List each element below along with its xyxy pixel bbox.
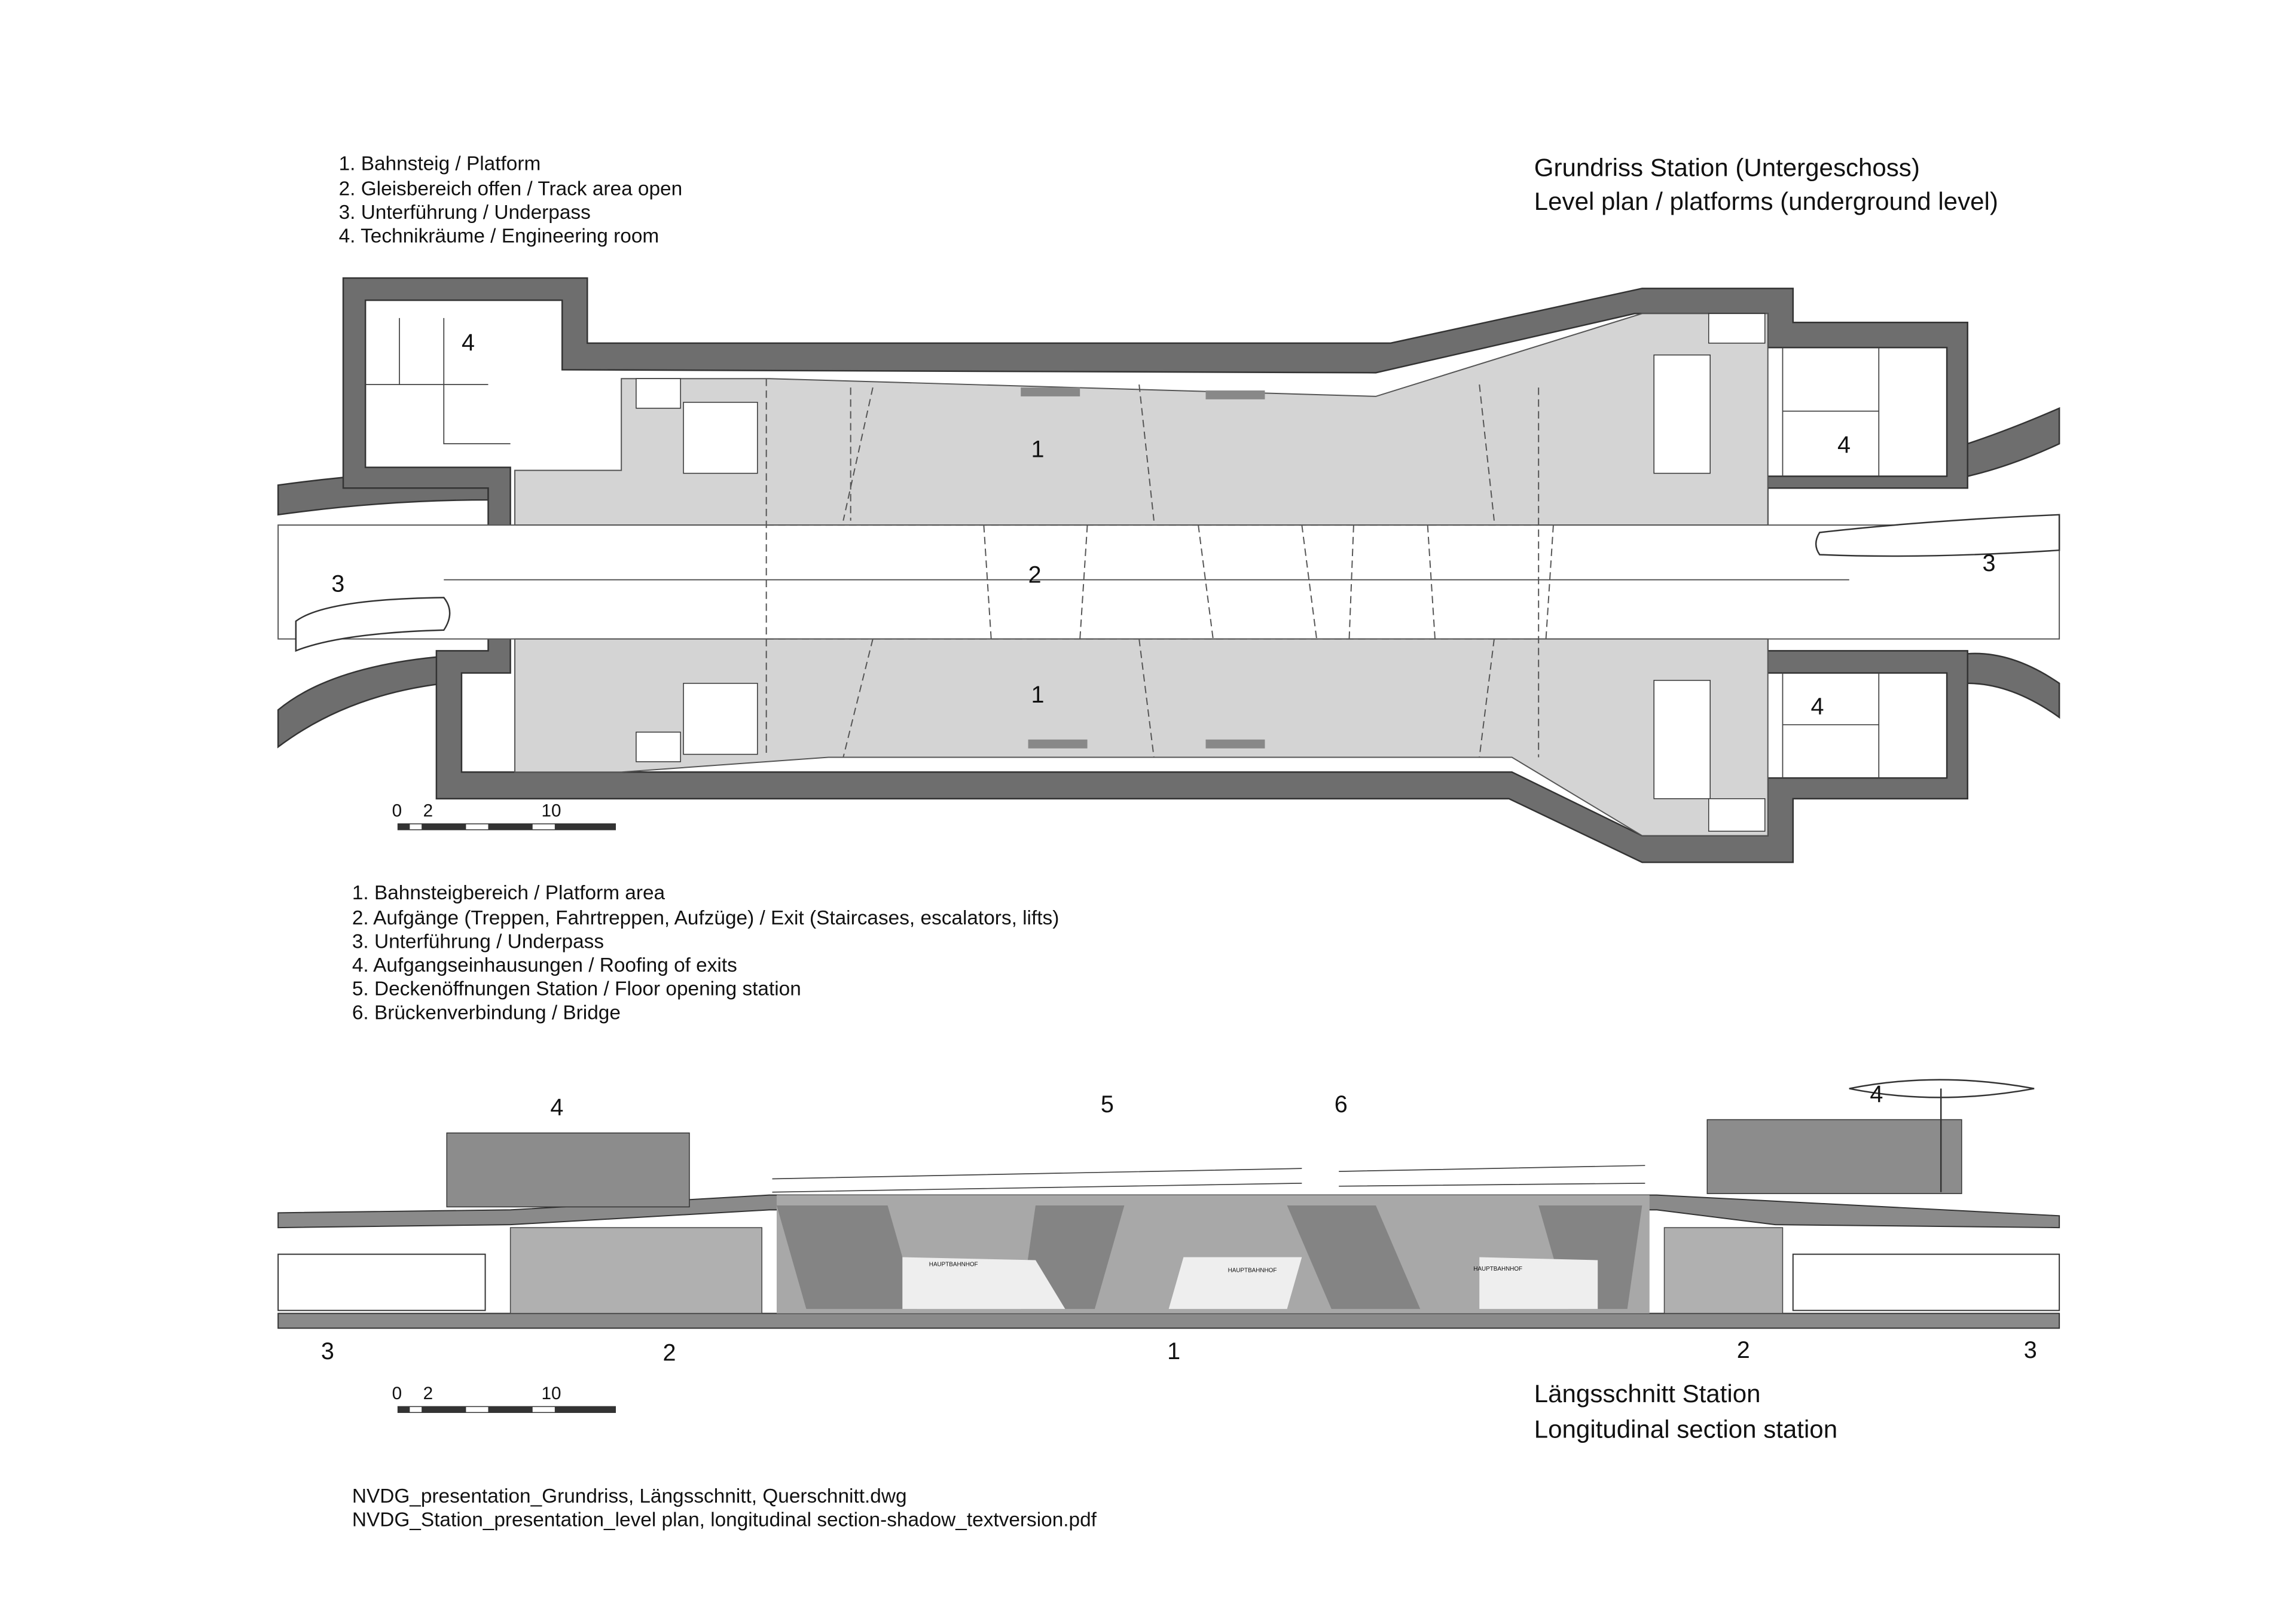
engineering-room-walls: [365, 318, 1880, 779]
train-right: [1815, 514, 2060, 557]
plan-scale-bar: 0 2 10: [392, 801, 616, 831]
section-label-roofing-right: 4: [1870, 1081, 1883, 1107]
plan-title-en: Level plan / platforms (underground leve…: [1534, 187, 1998, 215]
section-label-roofing: 4: [550, 1094, 563, 1121]
section-label-exit-right: 2: [1737, 1337, 1750, 1363]
hall-facets: [776, 1205, 1642, 1309]
section-legend-item: 1. Bahnsteigbereich / Platform area: [352, 882, 665, 904]
file-name: NVDG_Station_presentation_level plan, lo…: [352, 1509, 1097, 1531]
plan-legend-item: 1. Bahnsteig / Platform: [339, 152, 541, 175]
scale-tick-label: 10: [542, 801, 561, 820]
plan-label-track: 2: [1028, 562, 1042, 588]
section-legend-item: 3. Unterführung / Underpass: [352, 931, 604, 953]
plan-title-de: Grundriss Station (Untergeschoss): [1534, 153, 1920, 181]
exit-roofing-right: [1706, 1119, 1962, 1194]
plan-legend-item: 3. Unterführung / Underpass: [339, 202, 591, 224]
exit-roofing-left: [446, 1132, 690, 1208]
exit-hall-right: [1663, 1227, 1784, 1314]
scale-tick-label: 0: [392, 801, 402, 820]
scale-tick-label: 10: [542, 1384, 561, 1403]
track-area: [277, 524, 2060, 640]
section-label-bridge: 6: [1335, 1091, 1348, 1118]
plan-label-engineering-ne: 4: [1837, 432, 1851, 458]
scale-tick-label: 0: [392, 1384, 402, 1403]
exit-hall-left: [509, 1227, 762, 1314]
section-label-underpass-right: 3: [2024, 1337, 2037, 1363]
train-left: [295, 597, 451, 652]
section-legend-item: 5. Deckenöffnungen Station / Floor openi…: [352, 978, 801, 1000]
tunnel-right-top: [1967, 407, 2060, 478]
stairs: [636, 313, 1766, 832]
scale-tick-label: 2: [423, 1384, 433, 1403]
tunnel-right-bottom: [1967, 652, 2060, 719]
benches: [1021, 387, 1265, 749]
plan-label-platform-south: 1: [1031, 682, 1045, 708]
plan-label-engineering-nw: 4: [462, 329, 475, 356]
plan-label-platform-north: 1: [1031, 436, 1045, 462]
scale-tick-label: 2: [423, 801, 433, 820]
plan-legend: 1. Bahnsteig / Platform 2. Gleisbereich …: [339, 152, 683, 247]
section-legend-item: 6. Brückenverbindung / Bridge: [352, 1002, 621, 1024]
bridge-railing: [772, 1165, 1645, 1193]
section-legend-item: 4. Aufgangseinhausungen / Roofing of exi…: [352, 954, 737, 976]
plan-legend-item: 2. Gleisbereich offen / Track area open: [339, 178, 683, 200]
section-label-underpass-left: 3: [321, 1338, 334, 1364]
section-label-platform: 1: [1167, 1338, 1180, 1364]
station-sign: HAUPTBAHNHOF: [929, 1261, 978, 1268]
section-scale-bar: 0 2 10: [392, 1384, 616, 1414]
plan-label-underpass-left: 3: [331, 570, 344, 597]
tram-left: [277, 1253, 486, 1311]
longitudinal-section: HAUPTBAHNHOF HAUPTBAHNHOF HAUPTBAHNHOF 4…: [277, 1079, 2060, 1366]
section-legend: 1. Bahnsteigbereich / Platform area 2. A…: [352, 882, 1059, 1024]
section-title-en: Longitudinal section station: [1534, 1415, 1837, 1443]
ground-slab-bottom: [277, 1312, 2060, 1329]
hall-light-zone: [902, 1257, 1598, 1309]
level-plan: 1 2 1 3 3 4 4 4: [277, 277, 2060, 863]
section-title-de: Längsschnitt Station: [1534, 1379, 1761, 1408]
section-label-floor-opening: 5: [1101, 1091, 1114, 1118]
station-sign: HAUPTBAHNHOF: [1473, 1266, 1522, 1272]
tram-right: [1792, 1253, 2060, 1311]
section-label-exit-left: 2: [662, 1340, 676, 1366]
plan-label-engineering-se: 4: [1810, 694, 1824, 720]
station-sign: HAUPTBAHNHOF: [1228, 1267, 1277, 1274]
plan-legend-item: 4. Technikräume / Engineering room: [339, 225, 660, 248]
floor-opening-outline: [765, 378, 1540, 758]
file-name: NVDG_presentation_Grundriss, Längsschnit…: [352, 1485, 907, 1507]
section-legend-item: 2. Aufgänge (Treppen, Fahrtreppen, Aufzü…: [352, 907, 1059, 929]
platform-south: [514, 638, 1769, 837]
plan-label-underpass-right: 3: [1982, 550, 1995, 576]
